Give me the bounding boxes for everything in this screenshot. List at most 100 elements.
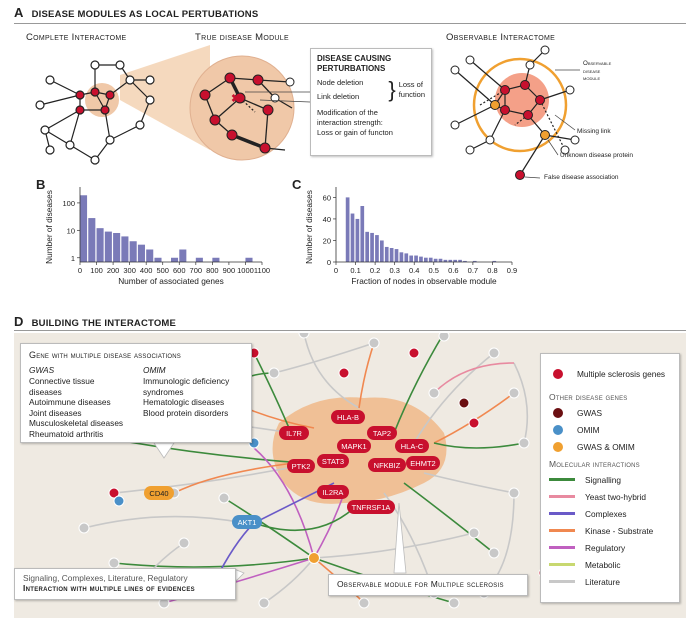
chart-bar bbox=[453, 259, 458, 262]
svg-text:NFKBIZ: NFKBIZ bbox=[374, 461, 401, 470]
chart-bar bbox=[88, 218, 96, 262]
gene-akt1[interactable]: AKT1 bbox=[232, 515, 262, 529]
chart-bar bbox=[154, 257, 162, 262]
chart-bar bbox=[370, 232, 374, 262]
gene-mapk1[interactable]: MAPK1 bbox=[337, 439, 371, 453]
chart-bar bbox=[113, 232, 121, 262]
node-deletion-label: Node deletion bbox=[317, 78, 364, 87]
observable-module-ms-box: Observable module for Multiple sclerosis bbox=[328, 574, 528, 596]
x-tick-label: 0.1 bbox=[350, 266, 360, 275]
chart-bar bbox=[350, 213, 355, 262]
chart-bar bbox=[104, 231, 112, 262]
y-axis-label: Number of diseases bbox=[304, 190, 314, 264]
x-tick-label: 0.6 bbox=[448, 266, 458, 275]
chart-bar bbox=[195, 257, 203, 262]
gene-ptk2[interactable]: PTK2 bbox=[287, 459, 315, 473]
link-deletion-label: Link deletion bbox=[317, 92, 360, 101]
chart-bar bbox=[179, 249, 187, 262]
x-tick-label: 1000 bbox=[237, 266, 254, 275]
x-tick-label: 500 bbox=[156, 266, 169, 275]
chart-bar bbox=[384, 246, 389, 262]
y-tick-label: 0 bbox=[327, 258, 331, 267]
svg-text:CD40: CD40 bbox=[149, 489, 168, 498]
chart-bar bbox=[380, 240, 384, 262]
zoom-cone bbox=[120, 45, 210, 150]
gene-il2ra[interactable]: IL2RA bbox=[317, 485, 349, 499]
chart-bar bbox=[389, 248, 394, 262]
x-tick-label: 900 bbox=[223, 266, 236, 275]
gene-nfkbiz[interactable]: NFKBIZ bbox=[368, 458, 406, 472]
chart-bar bbox=[137, 244, 145, 262]
svg-text:TAP2: TAP2 bbox=[373, 429, 391, 438]
gene-stat3[interactable]: STAT3 bbox=[317, 454, 349, 468]
panel-d-rule bbox=[14, 330, 686, 331]
chart-bar bbox=[146, 249, 154, 262]
gene-hla-c[interactable]: HLA-C bbox=[395, 439, 429, 453]
x-axis-label: Number of associated genes bbox=[118, 276, 224, 286]
chart-bar bbox=[472, 260, 477, 262]
panel-a-rule bbox=[14, 23, 686, 24]
gene-cd40[interactable]: CD40 bbox=[144, 486, 174, 500]
x-tick-label: 0.8 bbox=[487, 266, 497, 275]
chart-bar bbox=[438, 258, 443, 262]
panel-c-letter: C bbox=[292, 177, 302, 192]
svg-text:PTK2: PTK2 bbox=[292, 462, 311, 471]
y-tick-label: 10 bbox=[67, 226, 75, 235]
chart-bar bbox=[355, 218, 360, 262]
x-tick-label: 0.7 bbox=[468, 266, 478, 275]
x-tick-label: 700 bbox=[190, 266, 203, 275]
chart-bar bbox=[171, 257, 179, 262]
chart-bar bbox=[212, 257, 220, 262]
chart-bar bbox=[419, 256, 423, 262]
gene-tnfrsf1a[interactable]: TNFRSF1A bbox=[347, 500, 395, 514]
svg-text:TNFRSF1A: TNFRSF1A bbox=[352, 503, 391, 512]
gene-il7r[interactable]: IL7R bbox=[279, 426, 309, 440]
chart-bar bbox=[394, 249, 399, 262]
legend-complexes: Complexes bbox=[549, 505, 671, 522]
false-association-label: False disease association bbox=[544, 174, 619, 181]
legend: Multiple sclerosis genes Other disease g… bbox=[540, 353, 680, 603]
gene-tap2[interactable]: TAP2 bbox=[367, 426, 397, 440]
y-tick-label: 40 bbox=[323, 215, 331, 224]
svg-text:IL2RA: IL2RA bbox=[323, 488, 344, 497]
chart-bar bbox=[360, 206, 365, 262]
legend-y2h: Yeast two-hybrid bbox=[549, 488, 671, 505]
chart-bar bbox=[414, 255, 418, 262]
svg-text:STAT3: STAT3 bbox=[322, 457, 344, 466]
x-tick-label: 600 bbox=[173, 266, 186, 275]
chart-bar bbox=[375, 235, 379, 262]
deletion-x-icon: ✖ bbox=[231, 93, 240, 105]
legend-gwas-omim: GWAS & OMIM bbox=[549, 438, 671, 455]
complete-interactome-network bbox=[35, 60, 155, 165]
label-observable-interactome: Observable Interactome bbox=[446, 32, 556, 43]
x-tick-label: 0.4 bbox=[409, 266, 419, 275]
legend-omim: OMIM bbox=[549, 421, 671, 438]
gene-labels: HLA-B IL7R TAP2 MAPK1 HLA-C PTK2 STAT3 N… bbox=[144, 410, 440, 529]
panel-a-networks: ✖ bbox=[35, 45, 580, 180]
x-tick-label: 0.3 bbox=[389, 266, 399, 275]
legend-signalling: Signalling bbox=[549, 471, 671, 488]
legend-literature: Literature bbox=[549, 573, 671, 590]
y-tick-label: 100 bbox=[62, 199, 75, 208]
x-tick-label: 400 bbox=[140, 266, 153, 275]
chart-bar bbox=[245, 257, 253, 262]
chart-bar bbox=[121, 236, 129, 262]
x-tick-label: 800 bbox=[206, 266, 219, 275]
x-tick-label: 0.9 bbox=[507, 266, 517, 275]
chart-bar bbox=[129, 241, 137, 262]
gene-hla-b[interactable]: HLA-B bbox=[331, 410, 365, 424]
label-complete-interactome: Complete Interactome bbox=[26, 32, 127, 43]
legend-kinase: Kinase - Substrate bbox=[549, 522, 671, 539]
svg-text:IL7R: IL7R bbox=[286, 429, 302, 438]
x-tick-label: 1100 bbox=[254, 266, 270, 275]
true-disease-module: ✖ bbox=[189, 55, 311, 161]
gene-ehmt2[interactable]: EHMT2 bbox=[406, 456, 440, 470]
x-tick-label: 0 bbox=[334, 266, 338, 275]
svg-text:AKT1: AKT1 bbox=[238, 518, 257, 527]
label-true-disease-module: True disease Module bbox=[195, 32, 289, 43]
